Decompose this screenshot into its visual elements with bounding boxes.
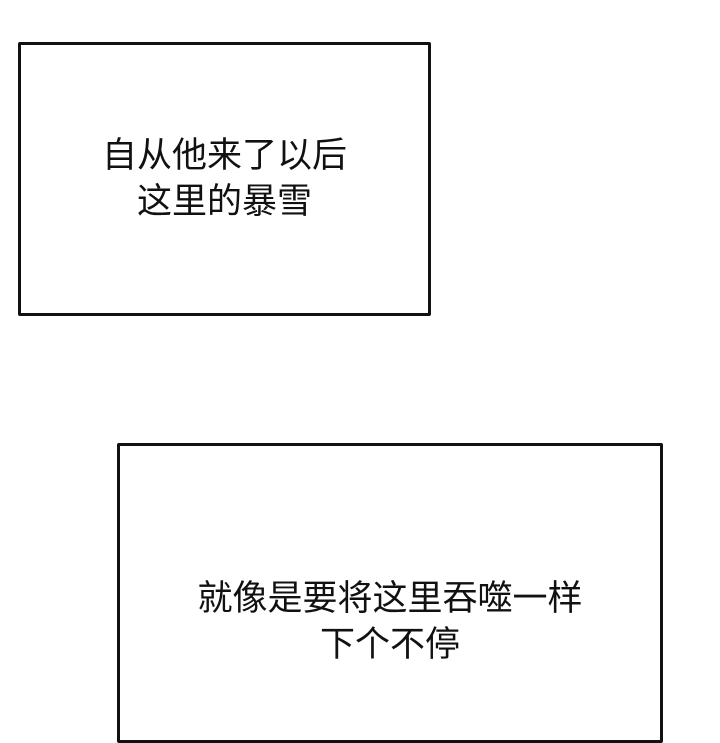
caption-text-block: 就像是要将这里吞噬一样 下个不停 bbox=[197, 576, 582, 668]
caption-line: 这里的暴雪 bbox=[136, 182, 312, 222]
caption-line: 下个不停 bbox=[319, 625, 460, 665]
caption-line: 就像是要将这里吞噬一样 bbox=[197, 579, 583, 619]
caption-line: 自从他来了以后 bbox=[101, 136, 347, 176]
caption-text-block: 自从他来了以后 这里的暴雪 bbox=[102, 133, 347, 225]
caption-panel-2: 就像是要将这里吞噬一样 下个不停 bbox=[117, 443, 663, 743]
caption-panel-1: 自从他来了以后 这里的暴雪 bbox=[18, 42, 431, 316]
